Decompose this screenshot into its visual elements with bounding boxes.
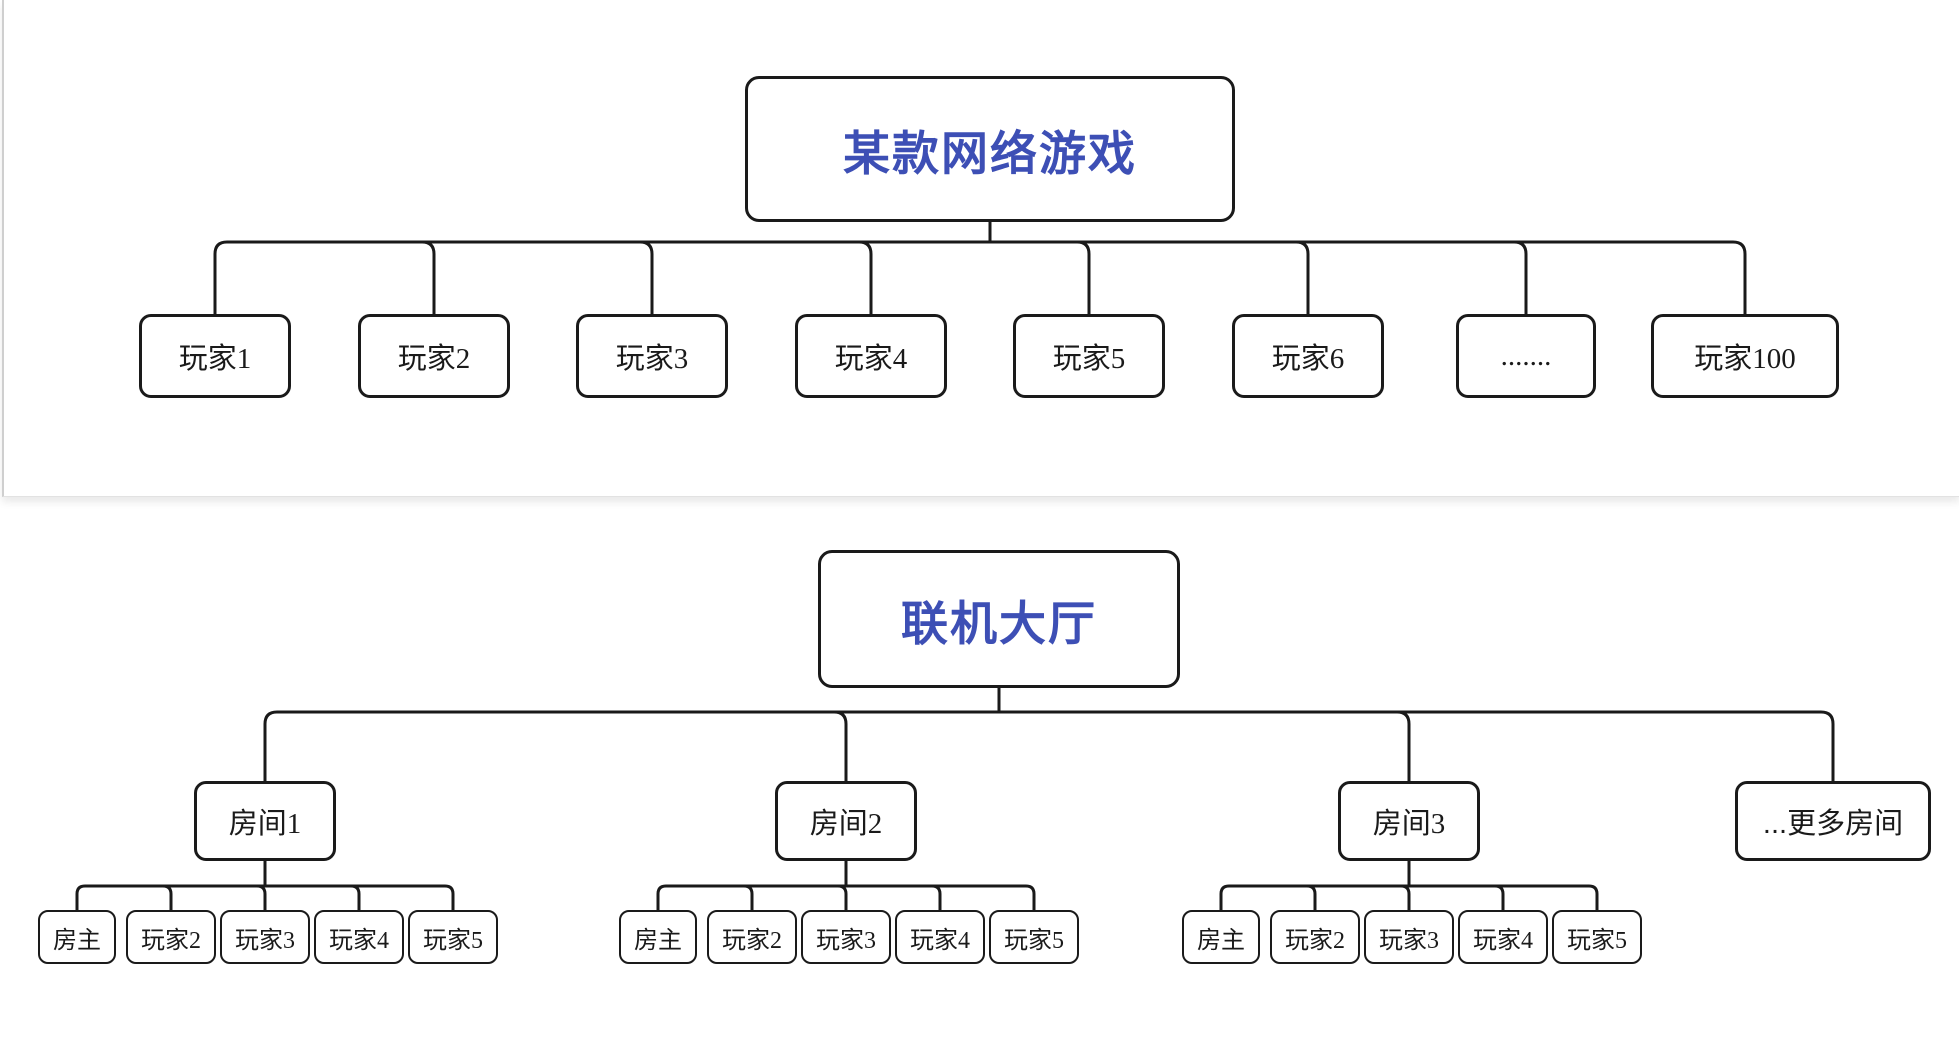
tree1-player-node: 玩家6 bbox=[1232, 314, 1384, 398]
tree2-root-node: 联机大厅 bbox=[818, 550, 1180, 688]
member-node: 玩家2 bbox=[1270, 910, 1360, 964]
tree1-player-node: 玩家3 bbox=[576, 314, 728, 398]
member-node: 房主 bbox=[619, 910, 697, 964]
member-node: 玩家4 bbox=[314, 910, 404, 964]
tree1-player-node: 玩家1 bbox=[139, 314, 291, 398]
room-node: 房间2 bbox=[775, 781, 917, 861]
tree1-player-node: 玩家4 bbox=[795, 314, 947, 398]
member-node: 玩家3 bbox=[1364, 910, 1454, 964]
member-node: 玩家5 bbox=[408, 910, 498, 964]
member-node: 玩家3 bbox=[801, 910, 891, 964]
member-node: 玩家4 bbox=[1458, 910, 1548, 964]
tree1-root-node: 某款网络游戏 bbox=[745, 76, 1235, 222]
member-node: 房主 bbox=[38, 910, 116, 964]
member-node: 玩家2 bbox=[126, 910, 216, 964]
tree1-player-node: 玩家100 bbox=[1651, 314, 1839, 398]
member-node: 玩家5 bbox=[989, 910, 1079, 964]
tree1-player-node: ....... bbox=[1456, 314, 1596, 398]
room-node: 房间1 bbox=[194, 781, 336, 861]
member-node: 玩家5 bbox=[1552, 910, 1642, 964]
tree1-player-node: 玩家2 bbox=[358, 314, 510, 398]
member-node: 玩家2 bbox=[707, 910, 797, 964]
member-node: 房主 bbox=[1182, 910, 1260, 964]
room-node: 房间3 bbox=[1338, 781, 1480, 861]
member-node: 玩家3 bbox=[220, 910, 310, 964]
room-node: ...更多房间 bbox=[1735, 781, 1931, 861]
tree1-player-node: 玩家5 bbox=[1013, 314, 1165, 398]
online-game-panel bbox=[2, 0, 1959, 497]
member-node: 玩家4 bbox=[895, 910, 985, 964]
